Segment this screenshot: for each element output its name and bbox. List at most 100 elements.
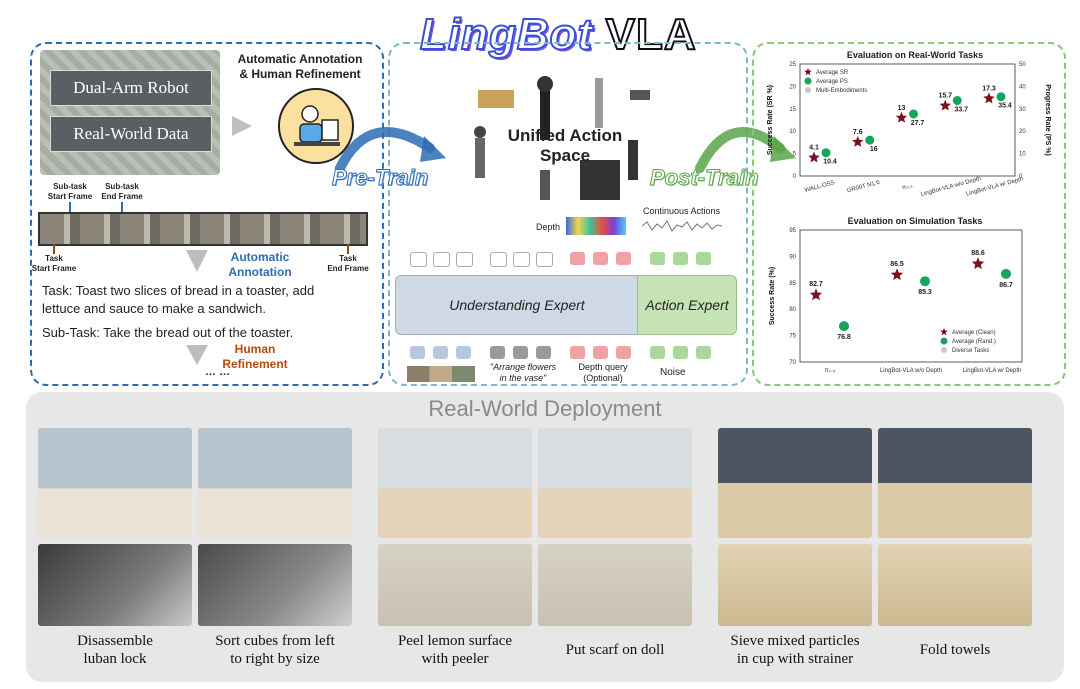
photo-luban-bottom <box>38 544 192 626</box>
photo-scarf-top <box>538 428 692 538</box>
depth-output-token <box>593 252 608 265</box>
y-tick-label: 90 <box>789 254 796 260</box>
legend-rand-label: Average (Rand.) <box>952 339 996 345</box>
depth-maps <box>566 217 626 235</box>
legend-rand-marker <box>940 337 948 345</box>
clean-point <box>971 257 985 270</box>
image-token <box>410 346 425 359</box>
ps-value-label: 16 <box>870 146 878 153</box>
ps-value-label: 27.7 <box>911 120 925 127</box>
y-axis-label: Success Rate (SR %) <box>767 85 774 155</box>
sr-value-label: 17.3 <box>982 85 996 92</box>
continuous-actions-label: Continuous Actions <box>643 206 721 216</box>
task-description: Task: Toast two slices of bread in a toa… <box>42 283 315 340</box>
photo-luban-top <box>38 428 192 538</box>
subtask-start-arrow <box>69 202 71 212</box>
rand-point <box>839 321 849 332</box>
subtask-end-arrow <box>121 202 123 212</box>
y2-tick-label: 20 <box>1019 129 1026 135</box>
y-axis-label: Success Rate (%) <box>769 267 776 325</box>
sr-value-label: 4.1 <box>809 145 819 152</box>
sim-chart-title: Evaluation on Simulation Tasks <box>847 216 983 226</box>
rand-value-label: 85.3 <box>918 289 932 296</box>
x-tick-label: GR00T N1.6 <box>846 180 881 195</box>
rand-point <box>1001 268 1011 279</box>
x-tick-label: π₀.₅ <box>825 368 836 374</box>
noise-label: Noise <box>660 367 686 378</box>
photo-sort-top <box>198 428 352 538</box>
action-output-token <box>673 252 688 265</box>
image-token <box>433 346 448 359</box>
pretrain-label: Pre-Train <box>331 165 429 191</box>
x-tick-label: WALL-OSS <box>804 180 835 194</box>
real-world-data-label-box: Real-World Data <box>50 116 212 152</box>
depth-output-token <box>616 252 631 265</box>
depth-label: Depth <box>536 222 561 232</box>
legend-diverse-label: Diverse Tasks <box>952 348 989 354</box>
depth-query-token <box>616 346 631 359</box>
y2-tick-label: 30 <box>1019 107 1026 113</box>
clean-value-label: 82.7 <box>809 281 823 288</box>
plot-frame <box>799 63 1016 177</box>
sr-value-label: 7.6 <box>853 129 863 136</box>
image-token <box>456 346 471 359</box>
legend-ps-label: Average PS <box>816 79 848 85</box>
annotation-title: Automatic Annotation & Human Refinement <box>237 52 363 81</box>
model-panel <box>388 42 748 386</box>
y2-tick-label: 40 <box>1019 84 1026 90</box>
input-camera-images <box>407 366 475 382</box>
task-end-arrow <box>347 244 349 254</box>
task-start-arrow <box>53 244 55 254</box>
legend-multi-marker <box>805 87 811 93</box>
rand-value-label: 86.7 <box>999 282 1013 289</box>
legend-ps-marker <box>804 77 812 85</box>
clean-value-label: 86.5 <box>890 261 904 268</box>
y-tick-label: 10 <box>789 129 796 135</box>
noise-token <box>650 346 665 359</box>
output-token <box>433 252 450 267</box>
y-tick-label: 15 <box>789 107 796 113</box>
x-tick-label: π₀.₅ <box>901 183 913 192</box>
text-token <box>536 346 551 359</box>
photo-sieve-bottom <box>718 544 872 626</box>
y2-tick-label: 50 <box>1019 62 1026 68</box>
y-tick-label: 5 <box>793 152 797 158</box>
pretrain-curved-arrow <box>335 127 446 173</box>
photo-lemon-bottom <box>378 544 532 626</box>
y2-axis-label: Progress Rate (PS %) <box>1044 84 1051 156</box>
down-arrow-1 <box>186 250 208 272</box>
y-tick-label: 0 <box>793 174 797 180</box>
action-output-token <box>696 252 711 265</box>
y-tick-label: 85 <box>789 281 796 287</box>
sr-point <box>852 136 864 147</box>
depth-output-token <box>570 252 585 265</box>
video-frame-strip <box>38 212 368 246</box>
y2-tick-label: 0 <box>1019 174 1023 180</box>
photo-lemon-top <box>378 428 532 538</box>
sr-point <box>939 99 951 111</box>
title-vla: VLA <box>605 9 697 60</box>
action-expert-block: Action Expert <box>637 275 737 335</box>
action-output-token <box>650 252 665 265</box>
noise-token <box>696 346 711 359</box>
main-title: LingBot VLA <box>419 9 720 66</box>
y-tick-label: 70 <box>789 360 796 366</box>
depth-query-label: Depth query(Optional) <box>578 362 628 383</box>
plot-frame <box>799 229 1023 363</box>
sr-value-label: 13 <box>898 105 906 112</box>
gray-arrow-right <box>232 116 252 136</box>
caption-scarf: Put scarf on doll <box>565 642 665 658</box>
sr-point <box>895 111 908 123</box>
legend-clean-label: Average (Clean) <box>952 330 996 336</box>
annotator-icon <box>278 88 354 164</box>
